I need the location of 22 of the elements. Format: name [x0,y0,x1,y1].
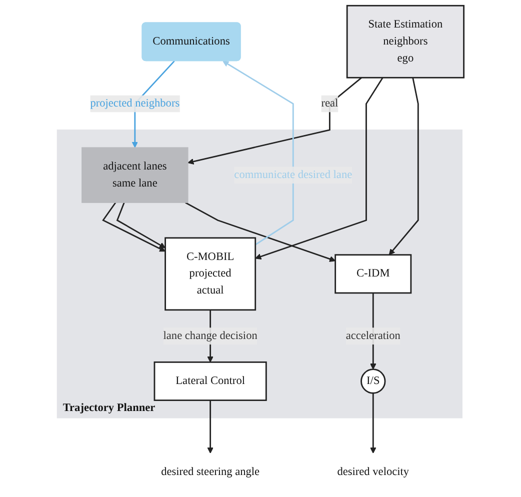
arrow [207,400,214,454]
node-box: State Estimation neighbors ego [346,4,464,78]
node-text: desired velocity [337,466,410,478]
edge-label: lane change decision [163,330,258,342]
node-box: Lateral Control [154,361,267,401]
arrow [116,202,166,248]
edge-label: communicate desired lane [234,168,352,181]
edge-label: acceleration [346,330,400,342]
node-box: C-MOBIL projected actual [164,237,256,311]
node-text: desired steering angle [161,466,260,478]
arrow [255,77,384,260]
arrow [102,202,166,252]
arrow [388,78,419,256]
node-box: C-IDM [334,254,412,294]
arrow [185,202,336,262]
arrow [370,393,376,454]
arrow [222,60,294,246]
edge-label: projected neighbors [90,97,180,110]
arrow [188,77,362,165]
node-circle: I/S [360,368,386,394]
node-box: adjacent lanes same lane [82,147,188,203]
edge-label: real [321,97,338,110]
